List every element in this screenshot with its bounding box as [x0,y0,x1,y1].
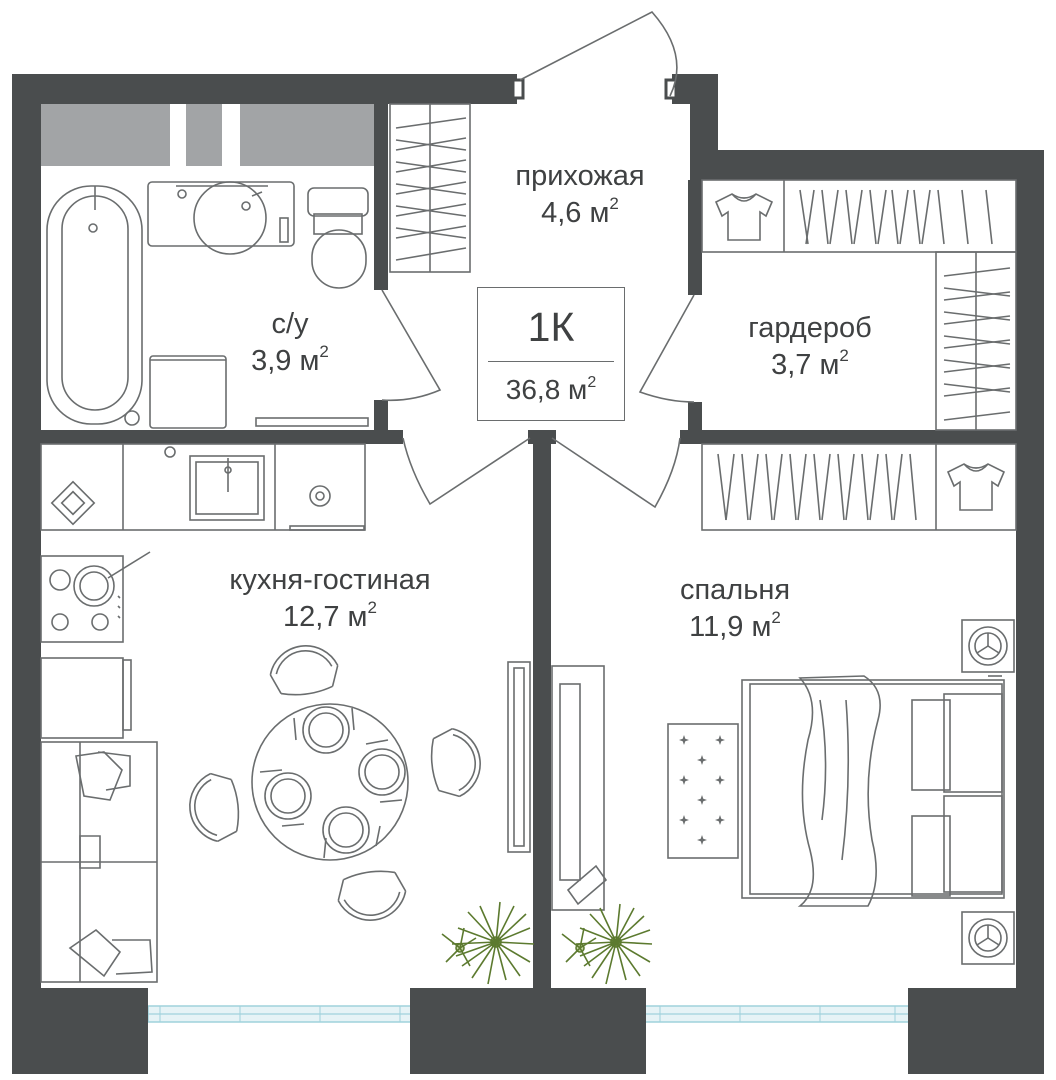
room-label-bathroom: с/у 3,9 м2 [200,306,380,380]
room-name: спальня [679,574,791,606]
room-area: 4,6 м [541,197,610,230]
room-label-kitchen: кухня-гостиная 12,7 м2 [180,562,480,636]
area-unit-sup: 2 [367,598,377,618]
dining-table [185,640,485,926]
room-label-hallway: прихожая 4,6 м2 [480,158,680,232]
bathtub [46,185,143,426]
plant-bedroom [561,903,653,985]
walls [12,74,1044,1074]
apartment-type: 1К [527,304,575,350]
area-unit-sup: 2 [839,346,849,366]
bedside-rug [667,723,739,859]
room-area: 11,9 м [689,611,772,644]
apartment-total-area-line: 36,8 м2 [478,374,624,406]
room-area: 12,7 м [283,601,368,634]
washing-machine-bath [149,355,369,429]
tshirt-icon [947,463,1005,511]
window-bottom-right [644,1005,911,1023]
room-name: кухня-гостиная [229,564,431,596]
room-name: с/у [271,308,309,340]
toilet [307,187,369,289]
window-bathroom [40,104,375,166]
door-swings [381,11,695,509]
room-label-wardrobe: гардероб 3,7 м2 [710,310,910,384]
area-unit-sup: 2 [319,342,329,362]
room-name: прихожая [515,160,645,192]
tshirt-icon [715,193,773,241]
sofa [40,741,158,983]
wardrobe-fittings [701,179,1017,531]
bed [741,675,1005,907]
plant-kitchen [441,901,535,985]
room-area: 3,7 м [771,349,840,382]
nightstand-icon [961,619,1015,673]
area-unit-sup: 2 [587,373,597,391]
tv-stand [507,661,608,911]
window-bottom-left [147,1005,413,1023]
apartment-summary-badge: 1К 36,8 м2 [477,287,625,421]
room-area: 3,9 м [251,345,320,378]
kitchen-counter [40,443,366,739]
badge-divider [488,361,614,362]
room-name: гардероб [748,312,872,344]
area-unit-sup: 2 [609,194,619,214]
hallway-closet [389,103,471,273]
area-unit-sup: 2 [771,608,781,628]
nightstand-icon [961,911,1015,965]
apartment-total-area: 36,8 м [505,374,588,405]
room-label-bedroom: спальня 11,9 м2 [630,572,840,646]
washbasin [147,181,295,255]
